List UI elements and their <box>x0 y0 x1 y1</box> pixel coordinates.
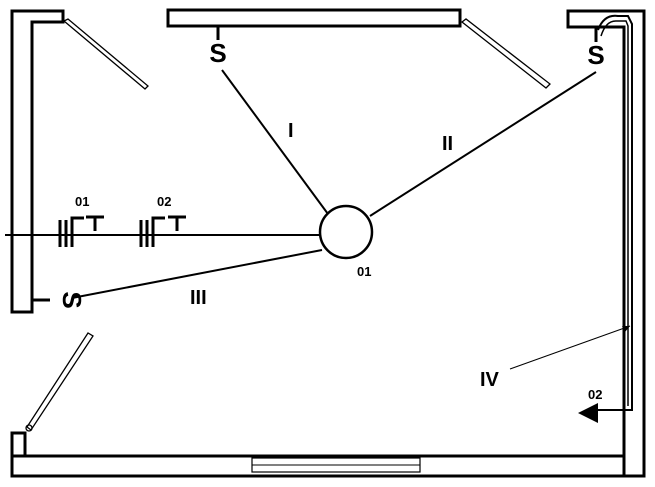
line-IV <box>596 14 633 411</box>
wall-left-lower <box>10 431 27 458</box>
window-leaf-top-right <box>460 18 551 89</box>
wall-left-upper <box>10 9 65 314</box>
line-IV-leader <box>509 325 631 370</box>
socket-left: S <box>57 291 87 308</box>
window-leaves <box>26 18 551 431</box>
junction-box <box>318 204 374 260</box>
label-line-IV: IV <box>480 369 500 391</box>
line-IV-leader-arrowhead <box>622 326 630 332</box>
line-I <box>221 69 329 215</box>
socket-top-left: S <box>209 38 226 68</box>
socket-top-right: S <box>587 40 604 70</box>
window-leaf-left-lower <box>26 332 94 431</box>
label-line-II: II <box>442 133 453 155</box>
door-hinge <box>25 424 33 432</box>
exit-arrow <box>578 403 598 423</box>
label-line-I: I <box>288 120 294 142</box>
line-III <box>71 249 323 299</box>
switch-1-symbol <box>58 215 104 247</box>
label-switch-2: 02 <box>157 194 171 209</box>
wall-right <box>566 9 646 478</box>
switch-2-symbol <box>139 215 186 247</box>
wiring <box>5 69 597 299</box>
label-line-III: III <box>190 287 207 309</box>
label-exit-arrow: 02 <box>588 387 602 402</box>
label-junction-box: 01 <box>357 264 371 279</box>
window-leaf-top-left <box>62 18 149 90</box>
label-switch-1: 01 <box>75 194 89 209</box>
wall-top-middle <box>166 8 462 28</box>
window-bottom <box>251 457 421 473</box>
line-II <box>369 71 597 217</box>
